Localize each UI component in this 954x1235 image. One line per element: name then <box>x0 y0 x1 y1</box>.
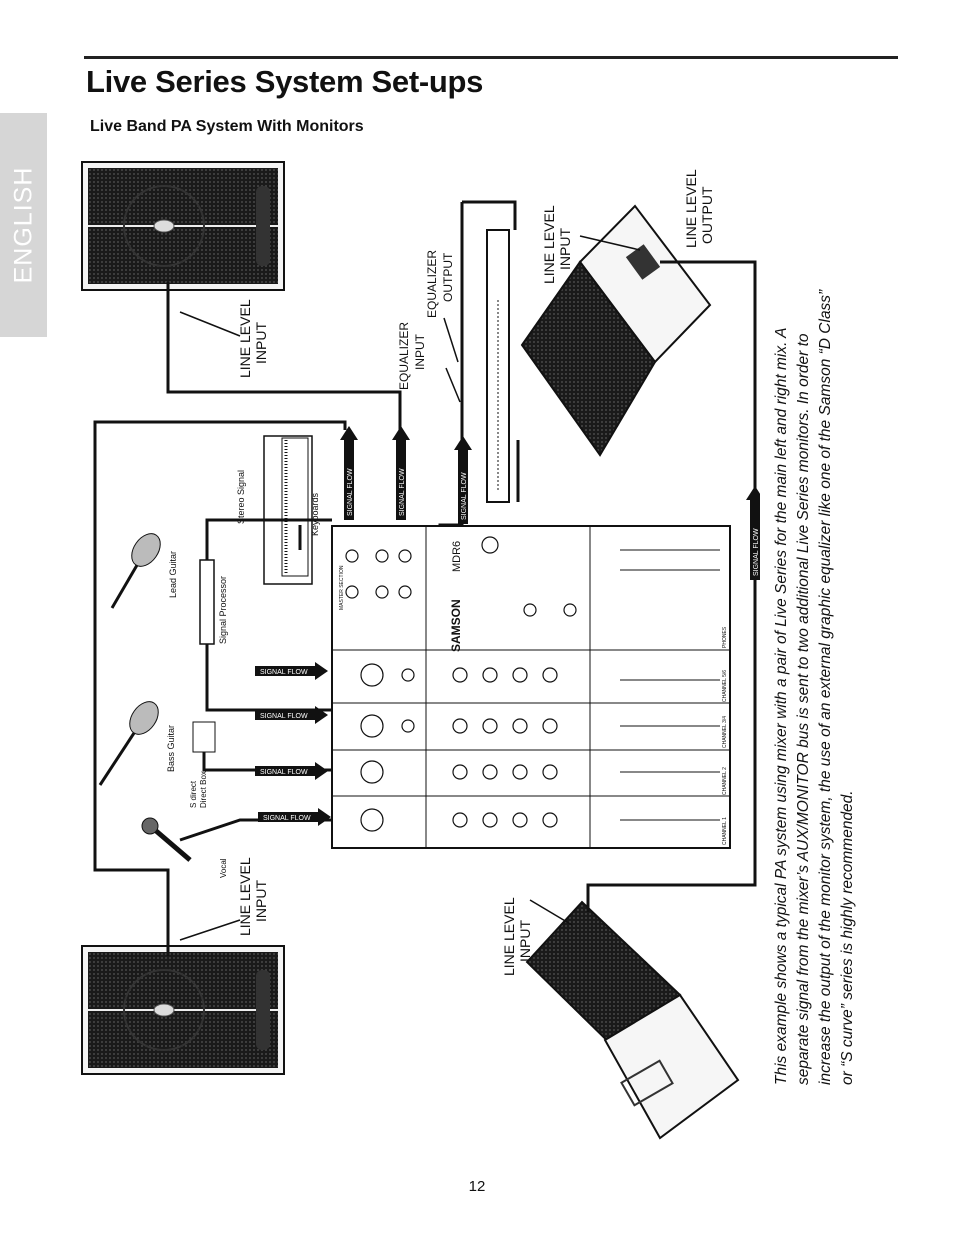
signal-flow-arrow-5: SIGNAL FLOW <box>340 426 358 520</box>
vocal-label: Vocal <box>219 858 228 878</box>
line-level-output-1: LINE LEVEL <box>683 169 699 248</box>
system-diagram: Keyboards Stereo Signal Signal Processor… <box>81 161 760 1140</box>
line-level-input-monitor-upper-1: LINE LEVEL <box>541 205 557 284</box>
signal-flow-arrow-1: SIGNAL FLOW <box>255 662 328 680</box>
signal-flow-arrow-3: SIGNAL FLOW <box>255 762 328 780</box>
mixer-channel-2: CHANNEL 2 <box>722 767 728 795</box>
section-subtitle: Live Band PA System With Monitors <box>90 118 364 135</box>
floor-monitor-lower <box>525 900 740 1140</box>
svg-text:SIGNAL FLOW: SIGNAL FLOW <box>260 713 308 720</box>
direct-box <box>192 721 216 753</box>
line-level-input-bottom-2: INPUT <box>253 880 269 922</box>
main-speaker-top <box>81 161 285 291</box>
signal-flow-arrow-6: SIGNAL FLOW <box>392 426 410 520</box>
lead-guitar-label: Lead Guitar <box>168 551 178 598</box>
language-tab-label: ENGLISH <box>9 166 37 284</box>
signal-flow-arrow-4: SIGNAL FLOW <box>258 808 331 826</box>
pointer-lines <box>179 235 641 941</box>
top-rule <box>84 56 898 59</box>
direct-box-label-2: Direct Box <box>199 771 208 808</box>
line-level-input-bottom-1: LINE LEVEL <box>237 857 253 936</box>
mixer-mdr6: SAMSON MDR6 MASTER SECTION CHANNEL 1 CHA… <box>331 525 731 849</box>
line-level-input-monitor-upper-2: INPUT <box>557 228 573 270</box>
bass-guitar-label: Bass Guitar <box>166 725 176 772</box>
equalizer-output-2: OUTPUT <box>441 252 455 302</box>
keyboard <box>263 435 313 585</box>
vocal-microphone <box>141 817 192 862</box>
line-level-input-monitor-lower-2: INPUT <box>517 920 533 962</box>
equalizer-input-2: INPUT <box>413 333 427 370</box>
svg-text:SIGNAL FLOW: SIGNAL FLOW <box>260 669 308 676</box>
floor-monitor-upper <box>520 204 712 457</box>
svg-text:SIGNAL FLOW: SIGNAL FLOW <box>461 472 468 520</box>
line-level-output-2: OUTPUT <box>699 186 715 244</box>
signal-processor-label: Signal Processor <box>218 576 228 644</box>
line-level-input-top-2: INPUT <box>253 322 269 364</box>
signal-processor <box>199 559 215 645</box>
equalizer-output-1: EQUALIZER <box>425 250 439 318</box>
main-speaker-bottom <box>81 945 285 1075</box>
mixer-channel-5-6: CHANNEL 5/6 <box>722 670 728 702</box>
lead-guitar <box>110 533 161 609</box>
mixer-model: MDR6 <box>451 541 463 572</box>
stereo-signal-label: Stereo Signal <box>236 470 246 524</box>
svg-text:SIGNAL FLOW: SIGNAL FLOW <box>753 528 760 576</box>
bass-guitar <box>98 701 159 786</box>
page-number: 12 <box>468 1178 486 1195</box>
line-level-input-top-1: LINE LEVEL <box>237 299 253 378</box>
graphic-equalizer <box>486 229 510 503</box>
page-title: Live Series System Set-ups <box>86 64 484 99</box>
signal-flow-arrow-7: SIGNAL FLOW <box>454 436 472 524</box>
signal-flow-arrow-2: SIGNAL FLOW <box>255 706 328 724</box>
svg-text:SIGNAL FLOW: SIGNAL FLOW <box>347 468 354 516</box>
mixer-channel-3-4: CHANNEL 3/4 <box>722 716 728 748</box>
equalizer-input-1: EQUALIZER <box>397 322 411 390</box>
mixer-phones: PHONES <box>722 626 728 648</box>
direct-box-label-1: S direct <box>189 780 198 808</box>
language-tab: ENGLISH <box>0 113 47 337</box>
keyboards-label: Keyboards <box>310 492 320 536</box>
line-level-input-monitor-lower-1: LINE LEVEL <box>501 897 517 976</box>
description-text: This example shows a typical PA system u… <box>773 289 856 1085</box>
mixer-channel-1: CHANNEL 1 <box>722 817 728 845</box>
description-block: This example shows a typical PA system u… <box>770 270 860 1090</box>
svg-text:SIGNAL FLOW: SIGNAL FLOW <box>263 815 311 822</box>
mixer-master-section: MASTER SECTION <box>339 565 345 610</box>
svg-text:SIGNAL FLOW: SIGNAL FLOW <box>260 769 308 776</box>
svg-text:SIGNAL FLOW: SIGNAL FLOW <box>399 468 406 516</box>
mixer-brand: SAMSON <box>449 599 463 652</box>
signal-flow-arrow-8: SIGNAL FLOW <box>746 486 760 580</box>
